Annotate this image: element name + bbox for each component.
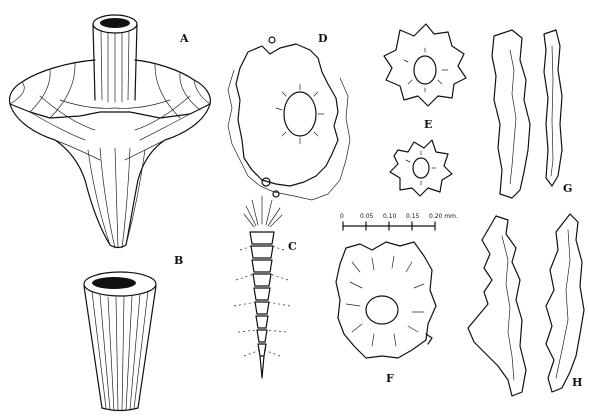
figure-g-drawing: [492, 30, 562, 198]
figure-h-drawing: [468, 214, 584, 396]
figure-a-drawing: [10, 15, 211, 248]
figure-e-drawing: [384, 24, 466, 196]
scale-tick-2: 0.10: [383, 213, 397, 220]
figure-d-drawing: [228, 37, 350, 200]
figure-c-drawing: [234, 196, 290, 378]
scale-tick-1: 0.05: [360, 213, 374, 220]
label-d: D: [318, 32, 328, 45]
label-b: B: [174, 254, 183, 267]
label-h: H: [572, 376, 582, 389]
scale-bar: [343, 222, 435, 230]
scale-tick-3: 0.15: [406, 213, 420, 220]
label-e: E: [424, 118, 432, 131]
scale-tick-4: 0.20 mm.: [429, 213, 458, 220]
figure-b-drawing: [84, 272, 156, 411]
figure-f-drawing: [336, 242, 436, 358]
label-g: G: [563, 182, 572, 195]
label-f: F: [386, 372, 394, 385]
label-c: C: [288, 240, 297, 253]
scale-tick-0: 0: [340, 213, 344, 220]
label-a: A: [179, 32, 189, 45]
